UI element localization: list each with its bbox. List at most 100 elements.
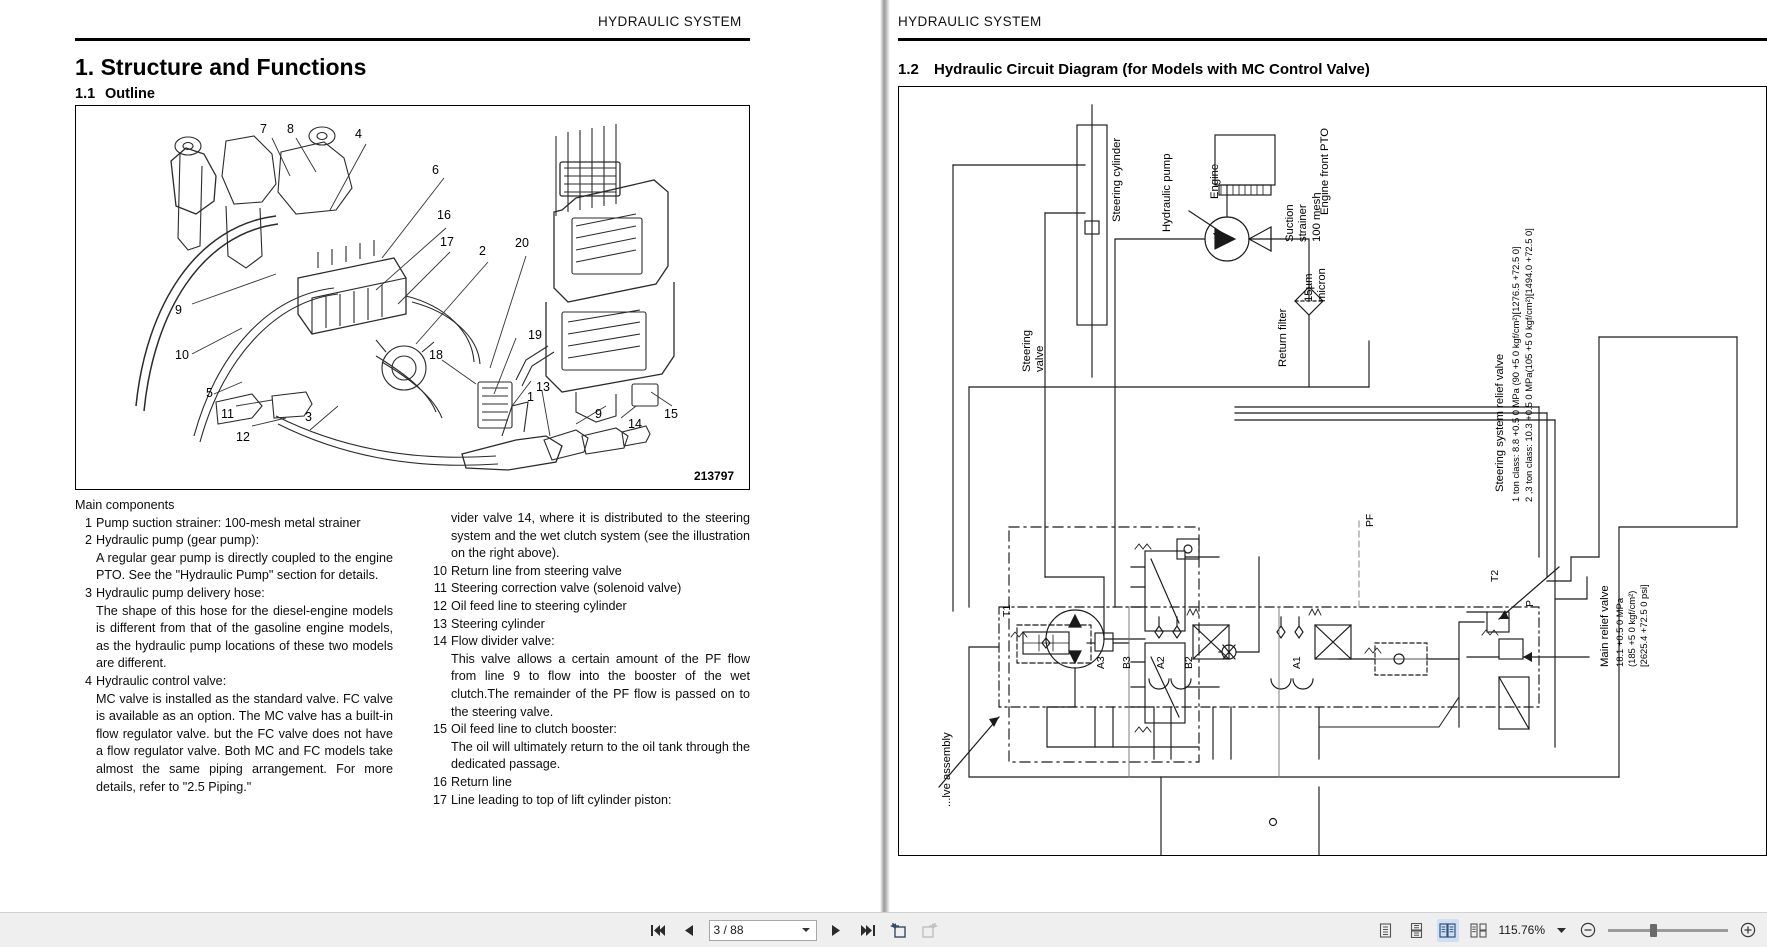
diagram-label-main-relief-title: Main relief valve	[1599, 585, 1611, 667]
document-page-left[interactable]: HYDRAULIC SYSTEM 1. Structure and Functi…	[0, 0, 880, 912]
figure-callout: 14	[628, 417, 642, 431]
list-item-label: Steering correction valve (solenoid valv…	[451, 581, 682, 596]
list-item: 15 Oil feed line to clutch booster:	[423, 721, 750, 739]
zoom-out-button[interactable]	[1577, 919, 1599, 942]
list-item: 17 Line leading to top of lift cylinder …	[423, 792, 750, 810]
figure-callout: 19	[528, 328, 542, 342]
body-heading: Main components	[75, 498, 175, 512]
two-page-icon	[1439, 922, 1456, 938]
next-page-button[interactable]	[826, 919, 848, 942]
list-item-detail: The oil will ultimately return to the oi…	[451, 739, 750, 772]
list-item: 2 Hydraulic pump (gear pump):	[75, 532, 393, 550]
list-item: 11 Steering correction valve (solenoid v…	[423, 580, 750, 598]
diagram-label-steering-relief-line1: 1 ton class: 8.8 +0.5 0 MPa (90 +5 0 kgf…	[1510, 246, 1521, 502]
diagram-label-main-relief-line3: [2625.4 +72.5 0 psi]	[1638, 584, 1649, 667]
list-item-number: 17	[432, 792, 447, 807]
diagram-port-b3: B3	[1122, 656, 1133, 669]
rotate-counter-clockwise-button[interactable]	[888, 919, 910, 942]
zoom-in-button[interactable]	[1737, 919, 1759, 942]
list-item-label: Return line	[451, 774, 512, 789]
list-item-label: Hydraulic pump (gear pump):	[96, 533, 260, 548]
toolbar-view-controls[interactable]: 115.76%	[1375, 918, 1759, 942]
figure-callout: 9	[595, 407, 602, 421]
subsection-title-right: Hydraulic Circuit Diagram (for Models wi…	[934, 61, 1370, 78]
list-item-label: Return line from steering valve	[451, 563, 622, 578]
figure-callout: 9	[175, 303, 182, 317]
page-number-input[interactable]: 3 / 88	[708, 919, 817, 941]
rotate-cw-icon	[922, 923, 938, 938]
diagram-port-a3: A3	[1096, 656, 1107, 669]
list-item: 3 Hydraulic pump delivery hose:	[75, 585, 393, 603]
continuous-scroll-icon	[1410, 922, 1423, 938]
diagram-port-pf: PF	[1365, 513, 1376, 527]
list-item-label: Line leading to top of lift cylinder pis…	[451, 792, 672, 807]
subsection-title: Outline	[105, 86, 155, 102]
chevron-down-icon	[1556, 928, 1566, 933]
list-item: 16 Return line	[423, 774, 750, 792]
diagram-label-engine: Engine	[1209, 163, 1221, 199]
zoom-preset-dropdown[interactable]	[1554, 919, 1568, 942]
zoom-slider-handle[interactable]	[1650, 923, 1657, 937]
continuous-scroll-view-button[interactable]	[1406, 919, 1428, 942]
last-page-button[interactable]	[857, 919, 879, 942]
subsection-number: 1.1	[75, 86, 96, 102]
list-item-number: 12	[432, 598, 447, 613]
figure-callout: 18	[429, 348, 443, 362]
figure-callout: 7	[260, 122, 267, 136]
book-view-button[interactable]	[1468, 919, 1490, 942]
document-page-right[interactable]: HYDRAULIC SYSTEM 1.2 Hydraulic Circuit Di…	[890, 0, 1767, 912]
list-item-label: Steering cylinder	[451, 616, 545, 631]
pdf-viewer-canvas[interactable]: HYDRAULIC SYSTEM 1. Structure and Functi…	[0, 0, 1767, 912]
single-page-view-button[interactable]	[1375, 919, 1397, 942]
chevron-down-icon[interactable]	[801, 928, 810, 932]
running-head-right: HYDRAULIC SYSTEM	[898, 14, 1042, 29]
list-item-number: 2	[84, 533, 92, 548]
single-page-icon	[1379, 922, 1392, 938]
page-title: 1. Structure and Functions	[75, 54, 367, 80]
figure-hydraulic-circuit-diagram: Steering cylinder Hydraulic pump Engine …	[898, 86, 1767, 856]
two-page-view-button[interactable]	[1436, 918, 1459, 942]
rotate-clockwise-button[interactable]	[919, 919, 941, 942]
diagram-label-steering-relief-line2: 2 ,3 ton class: 10.3 +0.5 0 MPa(105 +5 0…	[1523, 228, 1534, 502]
subsection-number-right: 1.2	[898, 61, 919, 78]
figure-callout: 4	[355, 127, 362, 141]
list-item-number: 14	[432, 634, 447, 649]
toolbar-page-controls[interactable]: 3 / 88	[647, 919, 941, 942]
diagram-port-b2: B2	[1184, 656, 1195, 669]
figure-callout: 3	[305, 410, 312, 424]
figure-callout: 12	[236, 430, 250, 444]
paragraph-continuation: vider valve 14, where it is distributed …	[451, 511, 750, 561]
list-item: 12 Oil feed line to steering cylinder	[423, 598, 750, 616]
body-column-right: vider valve 14, where it is distributed …	[423, 510, 750, 809]
first-page-button[interactable]	[647, 919, 669, 942]
zoom-slider[interactable]	[1608, 923, 1728, 937]
running-head-left: HYDRAULIC SYSTEM	[598, 14, 742, 29]
previous-page-button[interactable]	[678, 919, 700, 942]
diagram-label-100-mesh: 100 mesh	[1311, 192, 1323, 242]
header-rule-left	[75, 38, 750, 41]
viewer-toolbar[interactable]: 3 / 88	[0, 912, 1767, 947]
diagram-port-a1: A1	[1292, 656, 1303, 669]
figure-callout: 2	[479, 244, 486, 258]
zoom-in-icon	[1740, 922, 1756, 938]
list-item-number: 1	[84, 515, 92, 530]
list-item-number: 11	[433, 581, 447, 596]
page-gutter-shadow	[880, 0, 890, 912]
figure-callout: 15	[664, 407, 678, 421]
diagram-label-steering-relief-title: Steering system relief valve	[1494, 353, 1506, 492]
diagram-label-steering-cylinder: Steering cylinder	[1111, 137, 1123, 222]
zoom-level-label: 115.76%	[1498, 923, 1545, 937]
list-item-detail: MC valve is installed as the standard va…	[96, 691, 393, 794]
figure-callout: 20	[515, 236, 529, 250]
diagram-label-15-micron: 15µm micron	[1303, 268, 1328, 302]
list-item-detail: This valve allows a certain amount of th…	[451, 651, 750, 719]
diagram-label-hydraulic-pump: Hydraulic pump	[1161, 153, 1173, 232]
diagram-port-t1: T1	[1002, 604, 1013, 617]
list-item-label: Hydraulic pump delivery hose:	[96, 585, 265, 600]
illustration-artwork	[135, 124, 675, 471]
circuit-schematic-artwork	[938, 104, 1738, 855]
figure-callout: 5	[206, 386, 213, 400]
list-item: 10 Return line from steering valve	[423, 563, 750, 581]
list-item-detail: A regular gear pump is directly coupled …	[96, 550, 393, 583]
figure-callout: 1	[527, 390, 534, 404]
